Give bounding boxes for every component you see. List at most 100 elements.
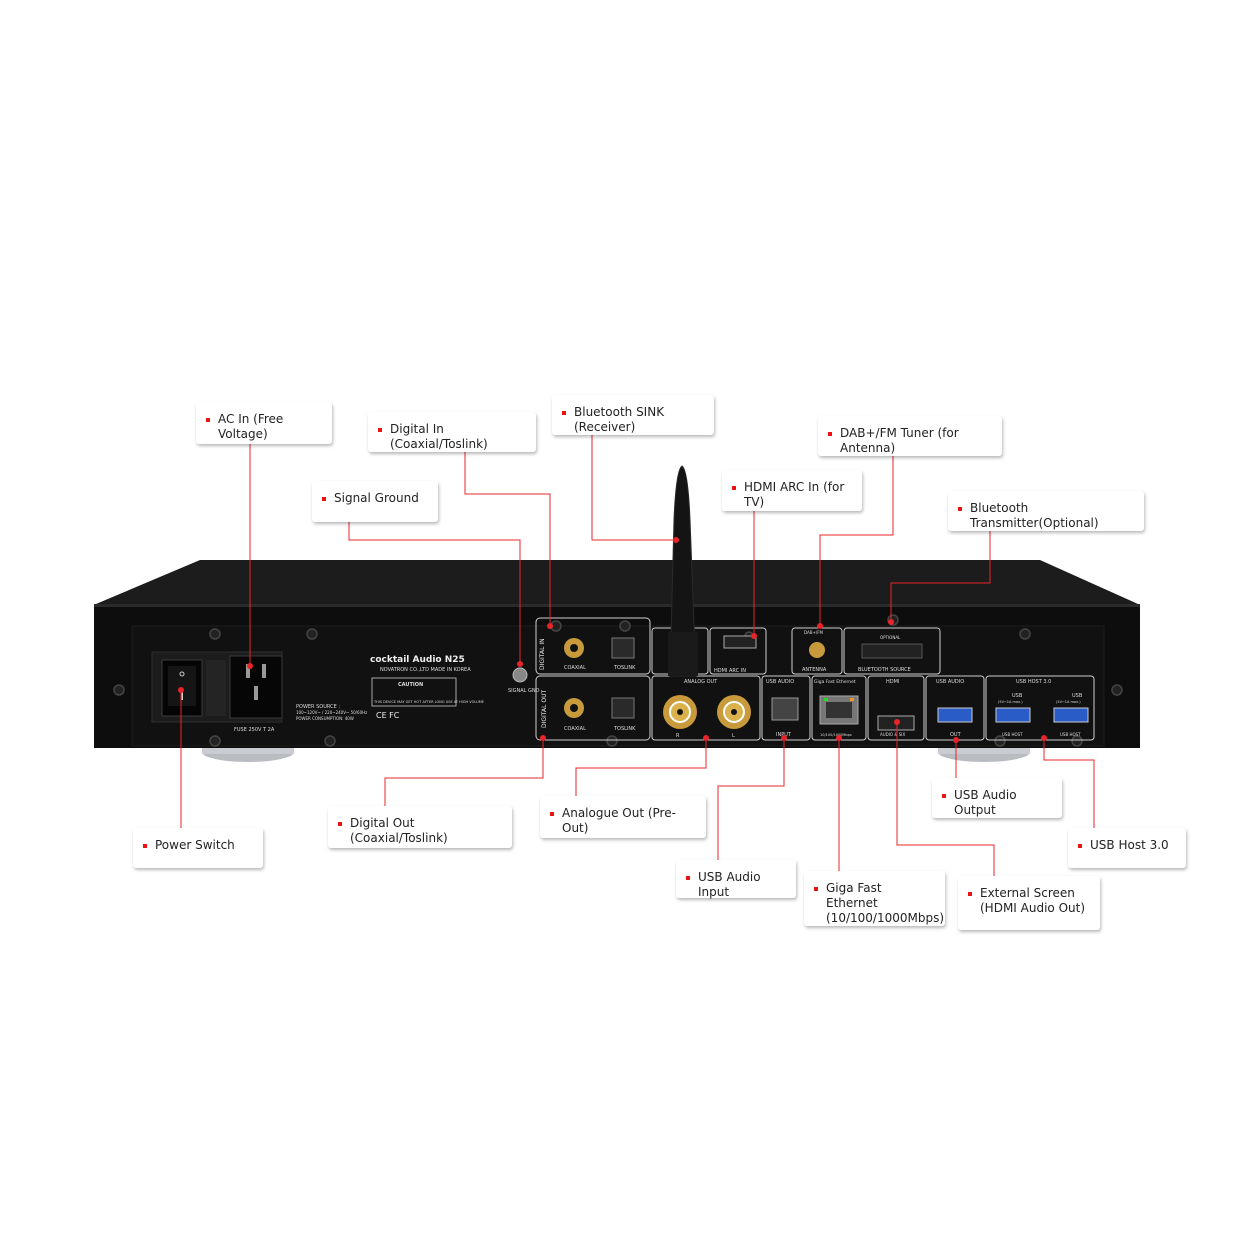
- usb-audio-in-label: USB AUDIO: [766, 679, 794, 685]
- callout-external-screen: External Screen (HDMI Audio Out): [958, 876, 1100, 930]
- leader-dots: [178, 537, 1047, 743]
- callout-bt-tx-label: Bluetooth Transmitter(Optional): [970, 501, 1099, 530]
- bullet-icon: [562, 411, 566, 415]
- input-label: INPUT: [776, 732, 792, 738]
- bullet-icon: [828, 432, 832, 436]
- r-label: R: [676, 733, 680, 739]
- ethernet-speed-label: 10/100/1000Mbps: [820, 733, 852, 737]
- callout-ethernet: Giga Fast Ethernet (10/100/1000Mbps): [804, 871, 945, 926]
- coaxial-label-in: COAXIAL: [564, 665, 586, 671]
- caution-text: CAUTION: [398, 682, 423, 688]
- antenna-label: ANTENNA: [802, 667, 827, 673]
- usb-host-port-2[interactable]: [1053, 707, 1089, 723]
- callout-digital-out-label: Digital Out (Coaxial/Toslink): [350, 816, 448, 845]
- digital-out-label: DIGITAL OUT: [541, 690, 548, 728]
- toslink-label-in: TOSLINK: [613, 665, 636, 671]
- bullet-icon: [942, 794, 946, 798]
- callout-dab-label: DAB+/FM Tuner (for Antenna): [840, 426, 959, 455]
- usb-a-spec-1: (5V⎓1A max.): [998, 700, 1023, 704]
- leader-lines: [180, 435, 1095, 876]
- signal-gnd-label: SIGNAL GND: [508, 688, 540, 694]
- hdmi-sub-label: AUDIO & SIX: [880, 732, 905, 737]
- usb-a-label-1: USB: [1012, 693, 1023, 699]
- dab-fm-connector[interactable]: [809, 642, 825, 658]
- callout-usb-audio-input-label: USB Audio Input: [698, 870, 761, 899]
- callout-ac-in-label: AC In (Free Voltage): [218, 412, 284, 441]
- bluetooth-antenna: [669, 465, 697, 677]
- callout-signal-ground-label: Signal Ground: [334, 491, 419, 505]
- bluetooth-source-slot[interactable]: [861, 643, 923, 659]
- callout-usb-host: USB Host 3.0: [1068, 828, 1186, 868]
- callout-bt-sink-label: Bluetooth SINK (Receiver): [574, 405, 665, 434]
- usb-host-tag-2: USB HOST: [1060, 732, 1081, 737]
- callout-analogue-out-label: Analogue Out (Pre-Out): [562, 806, 676, 835]
- callout-external-screen-label: External Screen (HDMI Audio Out): [980, 886, 1086, 915]
- out-label: OUT: [950, 732, 962, 738]
- callout-analogue-out: Analogue Out (Pre-Out): [540, 796, 706, 838]
- bullet-icon: [686, 876, 690, 880]
- callout-usb-audio-output: USB Audio Output: [932, 778, 1062, 818]
- usb-audio-out-label: USB AUDIO: [936, 679, 964, 685]
- callout-dab: DAB+/FM Tuner (for Antenna): [818, 416, 1002, 456]
- toslink-out-jack[interactable]: [611, 697, 635, 719]
- callout-ac-in: AC In (Free Voltage): [196, 402, 332, 444]
- l-label: L: [732, 733, 735, 739]
- dab-fm-label: DAB+/FM: [804, 630, 823, 635]
- usb-host-tag-1: USB HOST: [1002, 732, 1023, 737]
- bullet-icon: [550, 812, 554, 816]
- digital-in-label: DIGITAL IN: [539, 638, 546, 670]
- usb-a-label-2: USB: [1072, 693, 1083, 699]
- callout-usb-audio-input: USB Audio Input: [676, 860, 796, 899]
- hdmi-label: HDMI: [886, 679, 899, 685]
- usb-a-spec-2: (5V⎓1A max.): [1056, 700, 1081, 704]
- callout-power-switch-label: Power Switch: [155, 838, 235, 852]
- power-consumption-text: POWER CONSUMPTION: 40W: [296, 716, 354, 721]
- callout-power-switch: Power Switch: [133, 828, 263, 868]
- callout-usb-audio-output-label: USB Audio Output: [954, 788, 1017, 817]
- ethernet-label: Giga Fast Ethernet: [814, 679, 856, 685]
- coaxial-label-out: COAXIAL: [564, 726, 586, 732]
- bluetooth-source-label: BLUETOOTH SOURCE: [858, 667, 911, 673]
- bullet-icon: [322, 497, 326, 501]
- power-source-text: POWER SOURCE :: [296, 704, 340, 710]
- bullet-icon: [206, 418, 210, 422]
- analog-out-label: ANALOG OUT: [684, 679, 718, 685]
- bullet-icon: [814, 887, 818, 891]
- toslink-label-out: TOSLINK: [613, 726, 636, 732]
- bullet-icon: [1078, 844, 1082, 848]
- maker-text: NOVATRON CO.,LTD MADE IN KOREA: [380, 667, 471, 673]
- fuse-text: FUSE 250V T 2A: [234, 727, 275, 733]
- usb-b-port[interactable]: [771, 697, 799, 721]
- bullet-icon: [378, 428, 382, 432]
- bullet-icon: [968, 892, 972, 896]
- callout-signal-ground: Signal Ground: [312, 481, 438, 522]
- signal-ground-terminal[interactable]: [512, 667, 528, 683]
- screws: [113, 614, 1123, 747]
- caution-note: THIS DEVICE MAY GET HOT AFTER LONG USE A…: [373, 700, 484, 704]
- callout-bt-sink: Bluetooth SINK (Receiver): [552, 395, 714, 435]
- brand-text: cocktail Audio N25: [370, 655, 465, 665]
- bullet-icon: [143, 844, 147, 848]
- callout-ethernet-label: Giga Fast Ethernet (10/100/1000Mbps): [826, 881, 945, 925]
- usb-host-port-1[interactable]: [995, 707, 1031, 723]
- callout-hdmi-arc: HDMI ARC In (for TV): [722, 470, 862, 511]
- usb-audio-out-port[interactable]: [937, 707, 973, 723]
- toslink-in-jack[interactable]: [611, 637, 635, 659]
- bullet-icon: [732, 486, 736, 490]
- callout-hdmi-arc-label: HDMI ARC In (for TV): [744, 480, 845, 509]
- cert-marks: CE FC: [376, 711, 400, 720]
- callout-digital-in: Digital In (Coaxial/Toslink): [368, 412, 536, 452]
- hdmi-arc-label: HDMI ARC IN: [714, 668, 746, 674]
- power-range-text: 100~120V~ / 220~240V~ 50/60Hz: [296, 710, 367, 715]
- callout-digital-in-label: Digital In (Coaxial/Toslink): [390, 422, 488, 451]
- bullet-icon: [958, 507, 962, 511]
- top-lid: [96, 560, 1138, 604]
- usb-host-label: USB HOST 3.0: [1016, 679, 1051, 685]
- callout-digital-out: Digital Out (Coaxial/Toslink): [328, 806, 512, 848]
- optional-label: OPTIONAL: [880, 635, 901, 640]
- callout-usb-host-label: USB Host 3.0: [1090, 838, 1169, 852]
- callout-bt-tx: Bluetooth Transmitter(Optional): [948, 491, 1144, 531]
- hdmi-arc-port[interactable]: [723, 635, 757, 649]
